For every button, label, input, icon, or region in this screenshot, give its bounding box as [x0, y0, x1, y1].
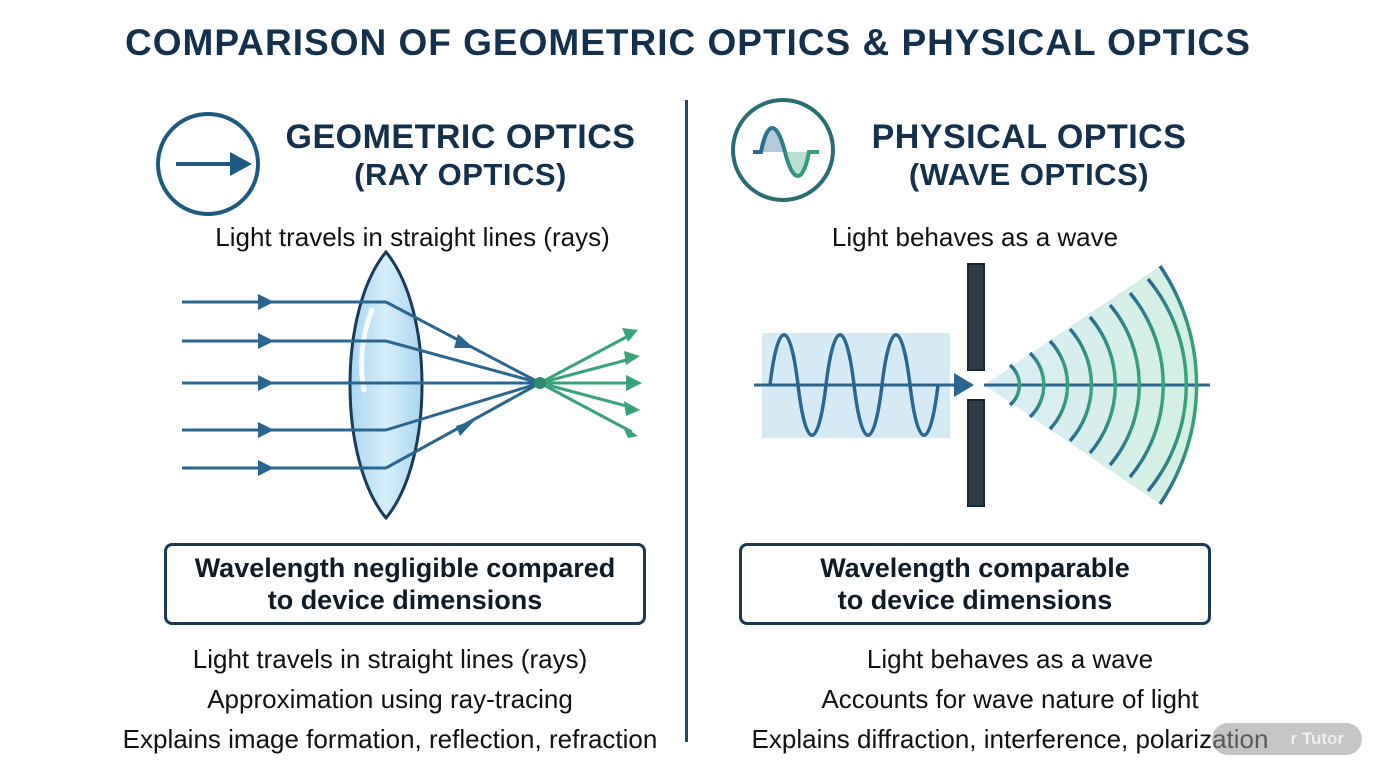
physical-box-line1: Wavelength comparable [820, 553, 1130, 583]
geometric-bullet-1: Light travels in straight lines (rays) [192, 644, 588, 674]
tutor-watermark-badge: r Tutor [1212, 723, 1362, 755]
arrow-right-icon [156, 112, 260, 216]
geometric-box-line1: Wavelength negligible compared [194, 553, 616, 583]
physical-bullet-1: Light behaves as a wave [866, 644, 1154, 674]
slit-diffraction-diagram [754, 263, 1210, 507]
geometric-bullets: Light travels in straight lines (rays) A… [60, 639, 720, 759]
slit-barrier-top [967, 263, 985, 371]
physical-bullet-2: Accounts for wave nature of light [821, 684, 1199, 714]
sine-wave-icon [731, 98, 835, 202]
geometric-bullet-2: Approximation using ray-tracing [207, 684, 573, 714]
physical-bullets: Light behaves as a wave Accounts for wav… [705, 639, 1315, 759]
physical-heading-line1: PHYSICAL OPTICS [871, 118, 1187, 156]
physical-bullet-3: Explains diffraction, interference, pola… [751, 724, 1269, 754]
physical-condition-box: Wavelength comparable to device dimensio… [739, 543, 1211, 625]
geometric-heading-line2: (RAY OPTICS) [354, 157, 567, 192]
physical-box-line2: to device dimensions [837, 585, 1113, 615]
center-divider [685, 100, 688, 742]
physical-lead-text: Light behaves as a wave [831, 222, 1119, 252]
geometric-heading-line1: GEOMETRIC OPTICS [285, 118, 636, 156]
physical-optics-heading: PHYSICAL OPTICS (WAVE OPTICS) [838, 118, 1220, 194]
geometric-box-line2: to device dimensions [267, 585, 543, 615]
geometric-lead-text: Light travels in straight lines (rays) [215, 222, 610, 252]
geometric-optics-heading: GEOMETRIC OPTICS (RAY OPTICS) [268, 118, 653, 194]
slit-barrier-bottom [967, 399, 985, 507]
ray-lens-diagram [182, 250, 642, 520]
physical-heading-line2: (WAVE OPTICS) [908, 157, 1150, 192]
geometric-condition-box: Wavelength negligible compared to device… [164, 543, 646, 625]
geometric-bullet-3: Explains image formation, reflection, re… [122, 724, 658, 754]
page-title: COMPARISON OF GEOMETRIC OPTICS & PHYSICA… [125, 22, 1251, 63]
